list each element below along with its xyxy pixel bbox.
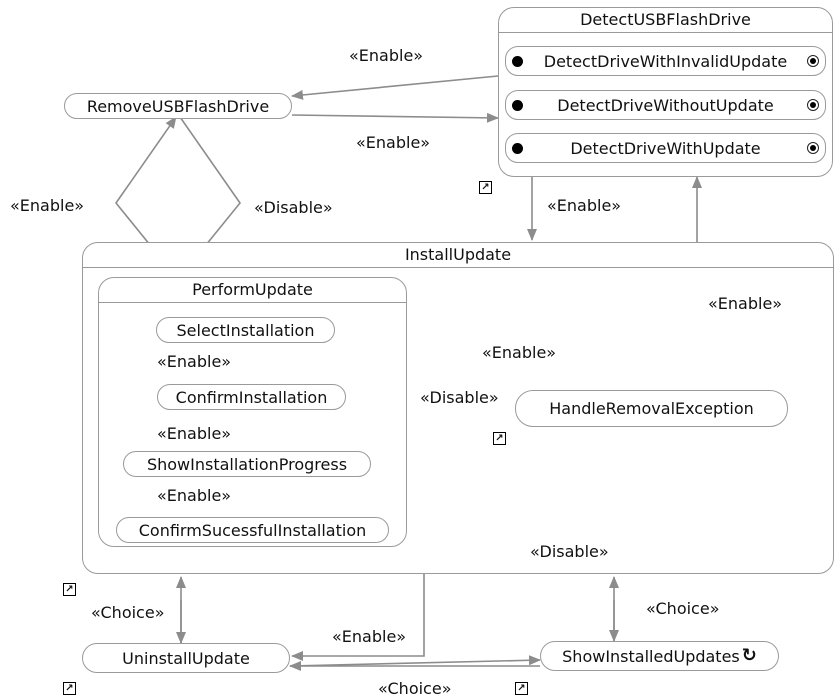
link-icon[interactable]: ↗ (515, 682, 528, 695)
link-icon[interactable]: ↗ (63, 583, 76, 596)
label-enable-detect-install: «Enable» (547, 196, 622, 215)
edge-remove-to-detect (291, 112, 499, 123)
state-label: ShowInstallationProgress (146, 454, 348, 474)
state-label: ConfirmInstallation (175, 387, 328, 407)
link-icon[interactable]: ↗ (63, 682, 76, 695)
label-disable-confirm-handle: «Disable» (530, 542, 609, 561)
initial-dot-icon (512, 142, 523, 154)
state-label: HandleRemovalException (549, 399, 754, 418)
state-label: RemoveUSBFlashDrive (86, 96, 270, 116)
state-label: SelectInstallation (176, 320, 315, 340)
substate-invalid-update[interactable]: DetectDriveWithInvalidUpdate (505, 46, 826, 76)
label-enable-select-handle: «Enable» (482, 343, 557, 362)
label-enable-mid: «Enable» (356, 133, 431, 152)
initial-dot-icon (512, 99, 523, 111)
loop-icon: ↻ (741, 645, 757, 666)
label-disable-left: «Disable» (254, 198, 333, 217)
perform-update-title: PerformUpdate (99, 278, 406, 303)
substate-label: DetectDriveWithUpdate (570, 138, 761, 158)
initial-dot-icon (512, 55, 523, 67)
edge-detect-to-remove (291, 75, 499, 100)
edge-uninstall-show (289, 655, 541, 667)
label-choice-bottom: «Choice» (378, 679, 452, 698)
step-select-installation[interactable]: SelectInstallation (156, 317, 335, 343)
step-show-installation-progress[interactable]: ShowInstallationProgress (123, 451, 371, 477)
detect-usb-title: DetectUSBFlashDrive (499, 8, 832, 33)
install-update-title: InstallUpdate (83, 243, 833, 268)
substate-label: DetectDriveWithoutUpdate (557, 95, 774, 115)
label-enable-step2: «Enable» (157, 424, 232, 443)
state-label: ShowInstalledUpdates (562, 646, 740, 666)
label-enable-handle-detect: «Enable» (708, 294, 783, 313)
link-icon[interactable]: ↗ (493, 432, 506, 445)
label-choice-uninstall: «Choice» (91, 603, 165, 622)
label-choice-show: «Choice» (646, 599, 720, 618)
handle-removal-exception-state[interactable]: HandleRemovalException (515, 390, 788, 427)
state-label: UninstallUpdate (122, 648, 250, 668)
state-label: ConfirmSucessfulInstallation (138, 520, 367, 540)
label-enable-step3: «Enable» (157, 486, 232, 505)
final-state-icon (807, 142, 819, 154)
label-enable-step1: «Enable» (157, 352, 232, 371)
step-confirm-installation[interactable]: ConfirmInstallation (157, 384, 346, 410)
substate-label: DetectDriveWithInvalidUpdate (543, 51, 788, 71)
label-enable-uninstall: «Enable» (332, 627, 407, 646)
uninstall-update-state[interactable]: UninstallUpdate (82, 643, 290, 673)
substate-without-update[interactable]: DetectDriveWithoutUpdate (505, 90, 826, 120)
final-state-icon (807, 99, 819, 111)
detect-usb-flash-drive-state[interactable]: DetectUSBFlashDrive DetectDriveWithInval… (498, 7, 833, 177)
final-state-icon (807, 55, 819, 67)
link-icon[interactable]: ↗ (479, 181, 492, 194)
label-enable-top: «Enable» (349, 46, 424, 65)
label-enable-left: «Enable» (10, 196, 85, 215)
edge-install-to-uninstall (291, 574, 425, 661)
remove-usb-flash-drive-state[interactable]: RemoveUSBFlashDrive (64, 93, 292, 119)
show-installed-updates-state[interactable]: ShowInstalledUpdates ↻ (540, 641, 779, 671)
step-confirm-successful-installation[interactable]: ConfirmSucessfulInstallation (116, 517, 389, 543)
substate-with-update[interactable]: DetectDriveWithUpdate (505, 133, 826, 163)
label-disable-handle-perform: «Disable» (420, 388, 499, 407)
